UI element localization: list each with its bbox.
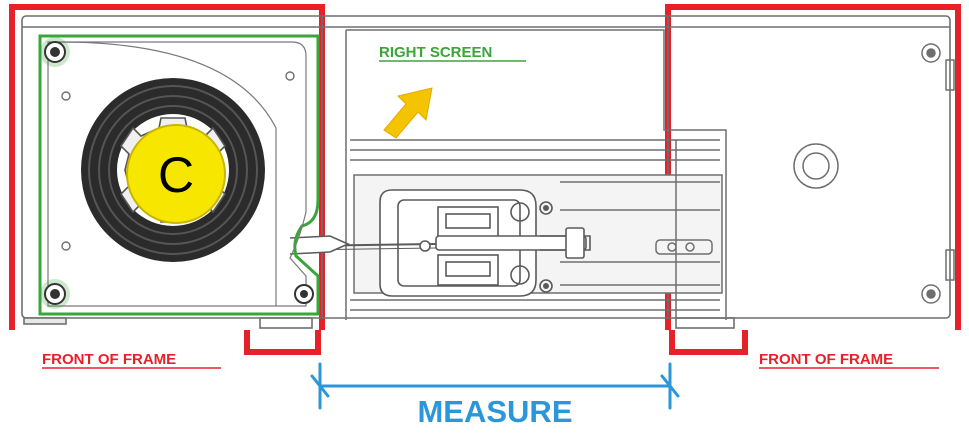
corner-bolt-top-left bbox=[40, 37, 70, 67]
direction-arrow-icon bbox=[383, 87, 433, 139]
right-end-cap bbox=[675, 43, 955, 318]
center-marker: C bbox=[126, 124, 226, 224]
housing-body bbox=[21, 15, 951, 329]
front-of-frame-right-label: FRONT OF FRAME bbox=[759, 351, 893, 368]
measure-dimension-line bbox=[310, 362, 680, 410]
right-screen-label: RIGHT SCREEN bbox=[379, 44, 492, 61]
cassette-housing bbox=[38, 34, 320, 316]
corner-bolt-bottom-left bbox=[40, 279, 70, 309]
center-marker-letter: C bbox=[158, 147, 194, 203]
corner-bolt-bottom-right bbox=[294, 284, 314, 304]
latch-mechanism bbox=[289, 189, 591, 297]
measure-label: MEASURE bbox=[417, 394, 572, 429]
front-of-frame-left-label: FRONT OF FRAME bbox=[42, 351, 176, 368]
